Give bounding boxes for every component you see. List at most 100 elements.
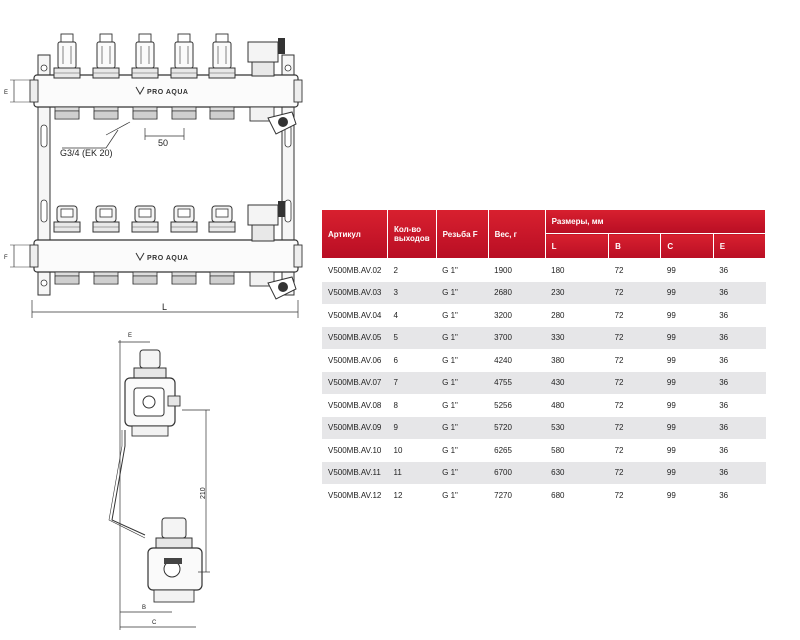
cell-l: 180 — [545, 258, 609, 282]
cell-thread: G 1" — [436, 461, 489, 484]
cell-weight: 4755 — [488, 371, 546, 394]
cell-l: 530 — [545, 416, 609, 439]
cell-thread: G 1" — [436, 439, 489, 462]
cell-article: V500MB.AV.04 — [322, 304, 388, 327]
cell-article: V500MB.AV.07 — [322, 371, 388, 394]
cell-outlets: 10 — [387, 439, 437, 462]
cell-article: V500MB.AV.10 — [322, 439, 388, 462]
cell-article: V500MB.AV.06 — [322, 349, 388, 372]
cell-b: 72 — [608, 416, 661, 439]
cell-outlets: 8 — [387, 394, 437, 417]
cell-weight: 6265 — [488, 439, 546, 462]
cell-article: V500MB.AV.12 — [322, 484, 388, 507]
header-outlets: Кол-во выходов — [387, 210, 437, 259]
cell-l: 230 — [545, 281, 609, 304]
header-e: E — [713, 233, 767, 259]
header-thread: Резьба F — [436, 210, 489, 259]
cell-article: V500MB.AV.09 — [322, 416, 388, 439]
header-weight: Вес, г — [488, 210, 546, 259]
cell-article: V500MB.AV.05 — [322, 326, 388, 349]
side-label-bottom: F — [4, 255, 8, 261]
cell-c: 99 — [660, 461, 714, 484]
table-row: V500MB.AV.05 5 G 1" 3700 330 72 99 36 — [322, 326, 766, 349]
height-dimension-label: 210 — [200, 487, 207, 499]
cell-thread: G 1" — [436, 416, 489, 439]
cell-l: 430 — [545, 371, 609, 394]
cell-outlets: 12 — [387, 484, 437, 507]
cell-b: 72 — [608, 394, 661, 417]
pitch-dimension-label: 50 — [158, 138, 168, 148]
thread-dimension-label: G3/4 (EK 20) — [60, 148, 113, 158]
cell-weight: 5256 — [488, 394, 546, 417]
table-row: V500MB.AV.07 7 G 1" 4755 430 72 99 36 — [322, 371, 766, 394]
cell-b: 72 — [608, 439, 661, 462]
cell-l: 680 — [545, 484, 609, 507]
cell-article: V500MB.AV.11 — [322, 461, 388, 484]
cell-article: V500MB.AV.03 — [322, 281, 388, 304]
cell-b: 72 — [608, 484, 661, 507]
cell-e: 36 — [713, 349, 766, 372]
cell-b: 72 — [608, 349, 661, 372]
side-e-label: E — [128, 333, 132, 339]
cell-e: 36 — [713, 416, 766, 439]
brand-label-bottom: PRO AQUA — [147, 255, 188, 262]
cell-weight: 6700 — [488, 461, 546, 484]
cell-weight: 7270 — [488, 484, 546, 507]
cell-weight: 2680 — [488, 281, 546, 304]
cell-c: 99 — [660, 349, 714, 372]
cell-c: 99 — [660, 416, 714, 439]
header-l: L — [545, 233, 610, 259]
cell-l: 280 — [545, 304, 609, 327]
cell-e: 36 — [713, 304, 766, 327]
table-row: V500MB.AV.06 6 G 1" 4240 380 72 99 36 — [322, 349, 766, 372]
header-c: C — [660, 233, 714, 259]
cell-l: 630 — [545, 461, 609, 484]
cell-thread: G 1" — [436, 349, 489, 372]
side-view: E 210 B C — [108, 333, 210, 630]
length-dimension-label: L — [162, 302, 167, 312]
side-c-label: C — [152, 620, 157, 626]
cell-b: 72 — [608, 258, 661, 282]
cell-weight: 5720 — [488, 416, 546, 439]
bottom-manifold: PRO AQUA — [29, 201, 303, 300]
cell-outlets: 2 — [387, 258, 437, 282]
side-label-top: E — [4, 90, 8, 96]
cell-l: 380 — [545, 349, 609, 372]
cell-weight: 3700 — [488, 326, 546, 349]
cell-b: 72 — [608, 326, 661, 349]
table-row: V500MB.AV.04 4 G 1" 3200 280 72 99 36 — [322, 304, 766, 327]
table-row: V500MB.AV.10 10 G 1" 6265 580 72 99 36 — [322, 439, 766, 462]
cell-thread: G 1" — [436, 326, 489, 349]
cell-b: 72 — [608, 371, 661, 394]
cell-c: 99 — [660, 281, 714, 304]
table-row: V500MB.AV.02 2 G 1" 1900 180 72 99 36 — [322, 258, 766, 282]
cell-l: 480 — [545, 394, 609, 417]
cell-weight: 4240 — [488, 349, 546, 372]
front-dimensions: 50 G3/4 (EK 20) L E F — [4, 79, 299, 318]
cell-thread: G 1" — [436, 281, 489, 304]
header-article: Артикул — [322, 210, 388, 259]
cell-b: 72 — [608, 304, 661, 327]
cell-weight: 1900 — [488, 258, 546, 282]
cell-c: 99 — [660, 439, 714, 462]
cell-thread: G 1" — [436, 484, 489, 507]
cell-outlets: 3 — [387, 281, 437, 304]
cell-c: 99 — [660, 394, 714, 417]
cell-l: 580 — [545, 439, 609, 462]
cell-e: 36 — [713, 484, 766, 507]
header-dimensions: Размеры, мм — [545, 210, 767, 234]
cell-e: 36 — [713, 439, 766, 462]
top-manifold: PRO AQUA — [29, 33, 303, 135]
cell-c: 99 — [660, 258, 714, 282]
cell-e: 36 — [713, 461, 766, 484]
cell-b: 72 — [608, 461, 661, 484]
cell-weight: 3200 — [488, 304, 546, 327]
cell-outlets: 9 — [387, 416, 437, 439]
cell-c: 99 — [660, 371, 714, 394]
table-row: V500MB.AV.09 9 G 1" 5720 530 72 99 36 — [322, 416, 766, 439]
table-row: V500MB.AV.11 11 G 1" 6700 630 72 99 36 — [322, 461, 766, 484]
side-b-label: B — [142, 605, 146, 611]
cell-b: 72 — [608, 281, 661, 304]
cell-e: 36 — [713, 281, 766, 304]
